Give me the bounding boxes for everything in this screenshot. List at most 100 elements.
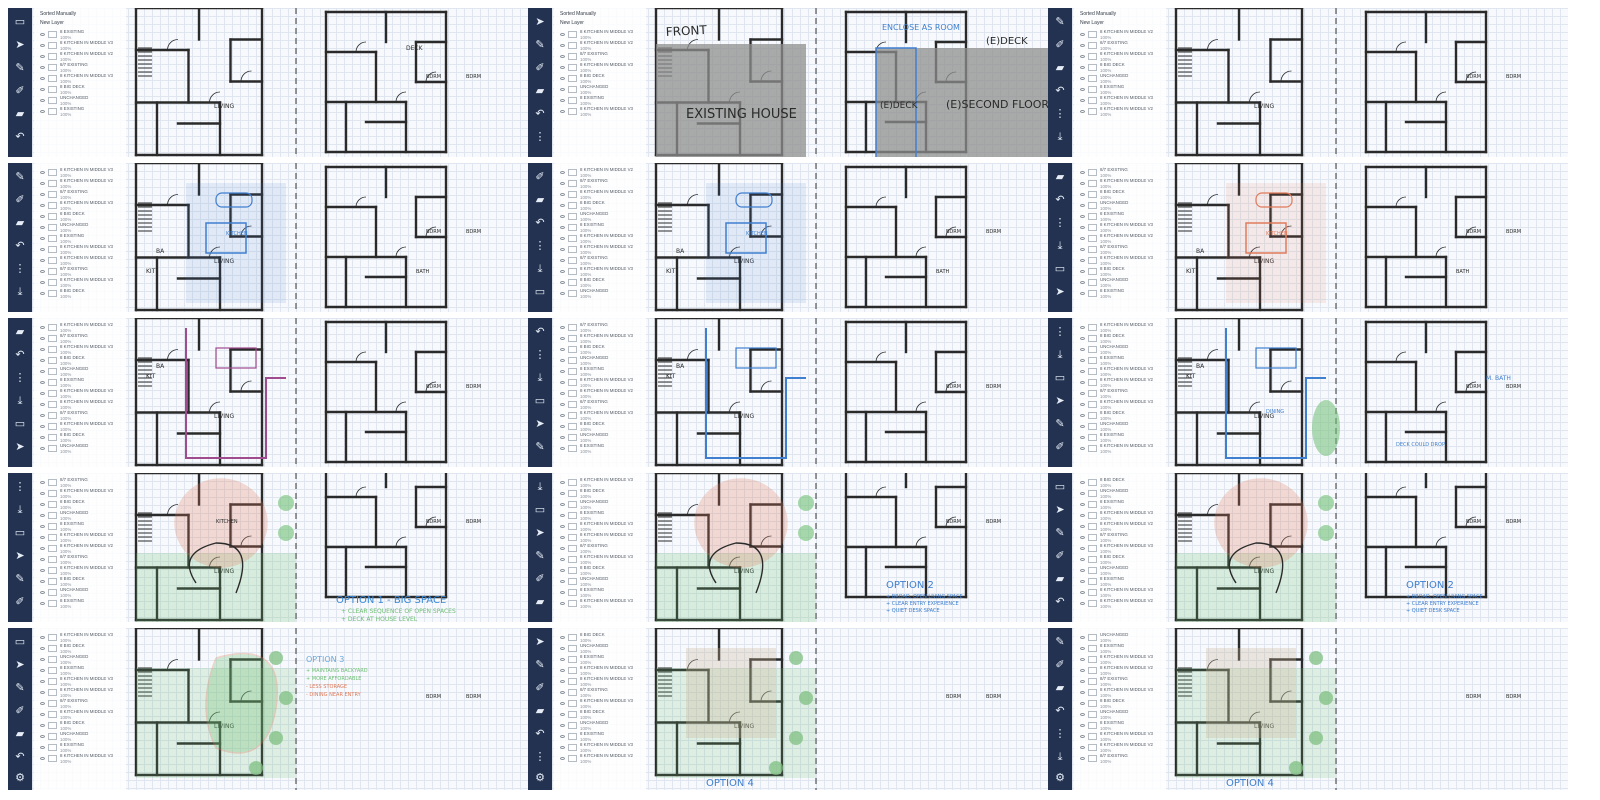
visibility-eye-icon[interactable] bbox=[560, 392, 565, 395]
visibility-eye-icon[interactable] bbox=[40, 359, 45, 362]
eraser-icon[interactable]: ▰ bbox=[535, 194, 545, 206]
export-icon[interactable]: ⤓ bbox=[1057, 751, 1063, 763]
visibility-eye-icon[interactable] bbox=[1080, 602, 1085, 605]
visibility-eye-icon[interactable] bbox=[1080, 370, 1085, 373]
grid-icon[interactable]: ⋮ bbox=[1054, 108, 1066, 120]
marker-icon[interactable]: ✐ bbox=[1055, 39, 1065, 51]
export-icon[interactable]: ⤓ bbox=[1057, 240, 1063, 252]
visibility-eye-icon[interactable] bbox=[40, 525, 45, 528]
eraser-icon[interactable]: ▰ bbox=[15, 728, 25, 740]
settings-icon[interactable]: ⚙ bbox=[1055, 772, 1065, 784]
visibility-eye-icon[interactable] bbox=[560, 337, 565, 340]
grid-icon[interactable]: ⋮ bbox=[534, 131, 546, 143]
select-arrow-icon[interactable]: ➤ bbox=[535, 636, 545, 648]
visibility-eye-icon[interactable] bbox=[560, 248, 565, 251]
settings-icon[interactable]: ⚙ bbox=[535, 772, 545, 784]
visibility-eye-icon[interactable] bbox=[1080, 248, 1085, 251]
visibility-eye-icon[interactable] bbox=[40, 259, 45, 262]
visibility-eye-icon[interactable] bbox=[40, 724, 45, 727]
select-arrow-icon[interactable]: ➤ bbox=[15, 659, 25, 671]
marker-icon[interactable]: ✐ bbox=[535, 682, 545, 694]
visibility-eye-icon[interactable] bbox=[1080, 381, 1085, 384]
visibility-eye-icon[interactable] bbox=[1080, 757, 1085, 760]
sort-mode-label[interactable]: Sorted Manually bbox=[560, 11, 597, 17]
visibility-eye-icon[interactable] bbox=[1080, 237, 1085, 240]
select-arrow-icon[interactable]: ➤ bbox=[15, 441, 25, 453]
marker-icon[interactable]: ✐ bbox=[535, 62, 545, 74]
pen-icon[interactable]: ✎ bbox=[535, 550, 545, 562]
pen-icon[interactable]: ✎ bbox=[535, 39, 545, 51]
marker-icon[interactable]: ✐ bbox=[15, 705, 25, 717]
visibility-eye-icon[interactable] bbox=[560, 370, 565, 373]
visibility-eye-icon[interactable] bbox=[560, 77, 565, 81]
layers-icon[interactable]: ▭ bbox=[534, 286, 546, 298]
marker-icon[interactable]: ✐ bbox=[15, 596, 25, 608]
visibility-eye-icon[interactable] bbox=[40, 602, 45, 605]
visibility-eye-icon[interactable] bbox=[40, 281, 45, 284]
visibility-eye-icon[interactable] bbox=[560, 55, 565, 59]
visibility-eye-icon[interactable] bbox=[40, 110, 45, 114]
visibility-eye-icon[interactable] bbox=[560, 292, 565, 295]
visibility-eye-icon[interactable] bbox=[1080, 702, 1085, 705]
visibility-eye-icon[interactable] bbox=[560, 525, 565, 528]
visibility-eye-icon[interactable] bbox=[560, 481, 565, 484]
sort-mode-label[interactable]: Sorted Manually bbox=[1080, 11, 1117, 17]
visibility-eye-icon[interactable] bbox=[1080, 270, 1085, 273]
grid-icon[interactable]: ⋮ bbox=[534, 751, 546, 763]
visibility-eye-icon[interactable] bbox=[560, 647, 565, 650]
visibility-eye-icon[interactable] bbox=[560, 44, 565, 48]
visibility-eye-icon[interactable] bbox=[40, 337, 45, 340]
visibility-eye-icon[interactable] bbox=[560, 713, 565, 716]
pen-icon[interactable]: ✎ bbox=[1055, 636, 1065, 648]
visibility-eye-icon[interactable] bbox=[560, 88, 565, 92]
visibility-eye-icon[interactable] bbox=[1080, 33, 1085, 37]
visibility-eye-icon[interactable] bbox=[40, 66, 45, 70]
visibility-eye-icon[interactable] bbox=[1080, 414, 1085, 417]
pen-icon[interactable]: ✎ bbox=[1055, 16, 1065, 28]
visibility-eye-icon[interactable] bbox=[560, 237, 565, 240]
visibility-eye-icon[interactable] bbox=[1080, 392, 1085, 395]
visibility-eye-icon[interactable] bbox=[40, 425, 45, 428]
visibility-eye-icon[interactable] bbox=[1080, 481, 1085, 484]
visibility-eye-icon[interactable] bbox=[560, 110, 565, 114]
visibility-eye-icon[interactable] bbox=[1080, 337, 1085, 340]
undo-icon[interactable]: ↶ bbox=[535, 108, 545, 120]
sort-mode-label[interactable]: Sorted Manually bbox=[40, 11, 77, 17]
visibility-eye-icon[interactable] bbox=[560, 757, 565, 760]
pen-icon[interactable]: ✎ bbox=[535, 441, 545, 453]
visibility-eye-icon[interactable] bbox=[1080, 713, 1085, 716]
